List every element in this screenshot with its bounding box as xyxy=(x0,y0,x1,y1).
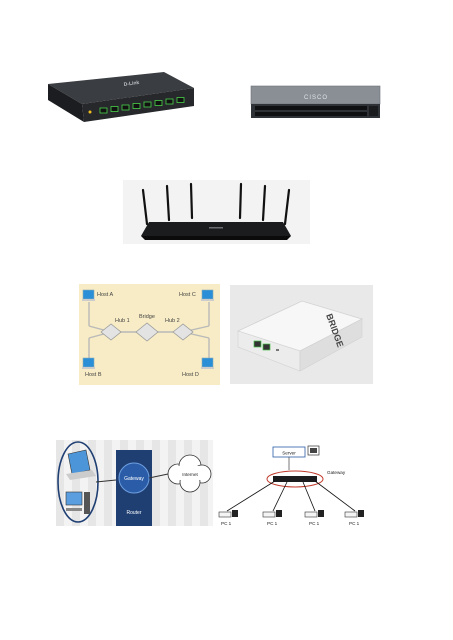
gateway-router-diagram: Gateway Router Internet xyxy=(56,440,213,526)
pc-1-label: PC 1 xyxy=(221,521,232,526)
bridge-label: Bridge xyxy=(139,314,155,320)
pc-3-icon xyxy=(304,510,324,518)
bridge-network-diagram: Host A Host B Host C Host D Hub 1 Bridge… xyxy=(79,284,220,385)
switch-ports xyxy=(99,97,185,114)
gateway-switch xyxy=(273,476,317,482)
ethernet-ports xyxy=(253,340,279,351)
hub-1-label: Hub 1 xyxy=(115,318,130,324)
gateway-network-diagram: Server Gateway PC 1 PC 1 PC 1 xyxy=(215,445,378,528)
pc-3-label: PC 1 xyxy=(309,521,320,526)
wireless-router-photo xyxy=(123,180,310,244)
host-a-label: Host A xyxy=(97,292,114,298)
router-antennas xyxy=(141,182,291,226)
hub-1-icon xyxy=(100,323,122,341)
dlink-logo: D-Link xyxy=(123,80,139,88)
dlink-switch-photo: D-Link xyxy=(40,70,200,125)
hub-2-icon xyxy=(172,323,194,341)
router-label: Router xyxy=(126,510,141,516)
gateway-label: Gateway xyxy=(124,476,144,482)
host-d-computer-icon xyxy=(201,357,214,369)
gateway-net-label: Gateway xyxy=(327,470,346,475)
server-label: Server xyxy=(282,451,296,456)
host-c-label: Host C xyxy=(179,292,196,298)
pc-2-icon xyxy=(262,510,282,518)
internet-cloud-icon xyxy=(167,454,212,493)
desktop-computer-icon xyxy=(65,491,90,514)
cisco-logo: CISCO xyxy=(304,95,328,101)
laptop-icon xyxy=(66,449,96,480)
bridge-icon xyxy=(135,322,159,342)
bridge-device-photo: BRIDGE xyxy=(230,285,373,384)
host-b-label: Host B xyxy=(85,372,102,378)
pc-4-label: PC 1 xyxy=(349,521,360,526)
pc-2-label: PC 1 xyxy=(267,521,278,526)
gateway-highlight-outline xyxy=(266,470,324,488)
cisco-switch-photo: CISCO xyxy=(250,84,385,122)
host-b-computer-icon xyxy=(82,357,95,369)
host-a-computer-icon xyxy=(82,289,95,301)
switch-port-row xyxy=(255,106,378,116)
internet-label: Internet xyxy=(182,472,198,477)
host-c-computer-icon xyxy=(201,289,214,301)
monitor-icon xyxy=(307,445,320,456)
host-d-label: Host D xyxy=(182,372,199,378)
pc-1-icon xyxy=(218,510,238,518)
pc-4-icon xyxy=(344,510,364,518)
hub-2-label: Hub 2 xyxy=(165,318,180,324)
